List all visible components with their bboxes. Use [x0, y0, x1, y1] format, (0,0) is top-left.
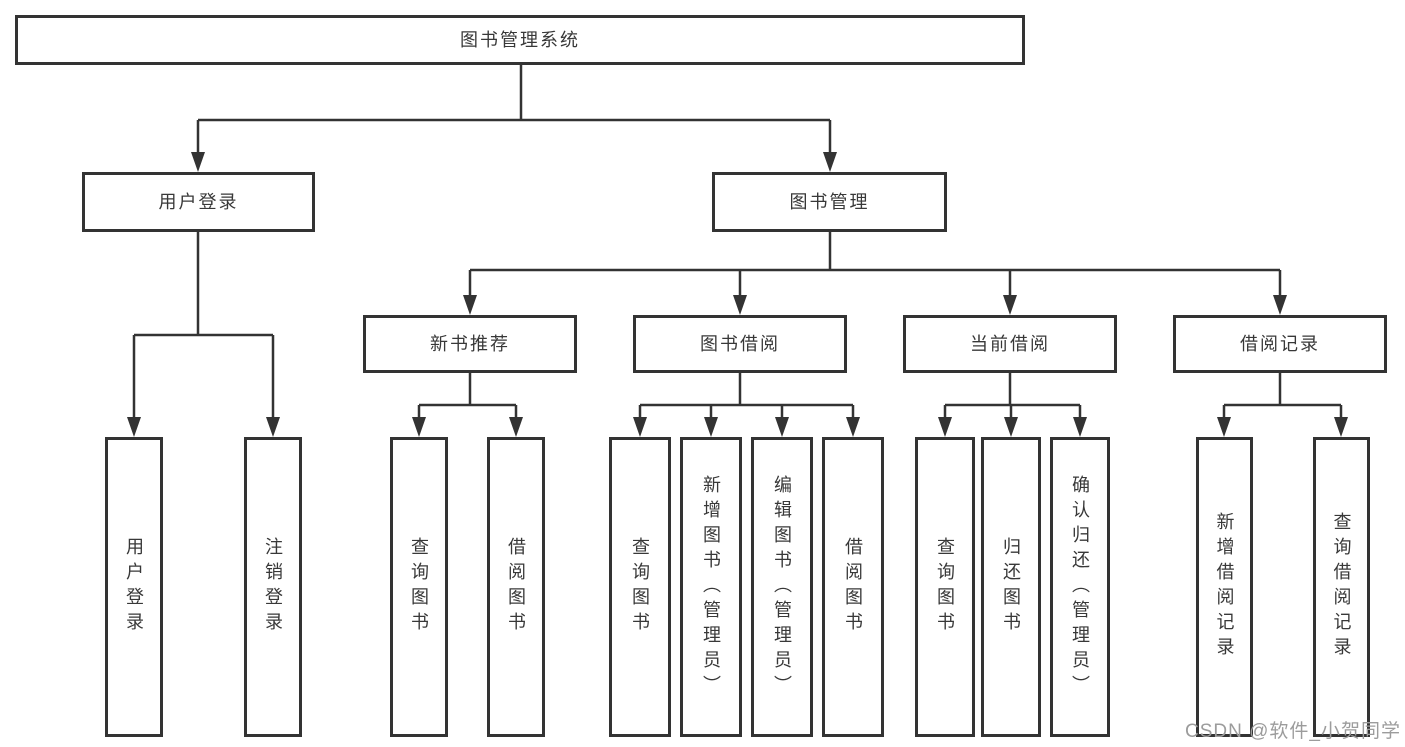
- branch-book-borrowing: [638, 373, 855, 421]
- leaf-user-login: 用户登录: [105, 437, 163, 737]
- leaf-logout: 注销登录: [244, 437, 302, 737]
- leaf-query-book-current: 查询图书: [915, 437, 975, 737]
- branch-user-login: [132, 232, 275, 421]
- leaf-query-book-borrowing: 查询图书: [609, 437, 671, 737]
- node-borrowing-records: 借阅记录: [1173, 315, 1387, 373]
- branch-borrowing-records: [1222, 373, 1343, 421]
- node-user-login: 用户登录: [82, 172, 315, 232]
- leaf-add-borrow-record: 新增借阅记录: [1196, 437, 1253, 737]
- branch-current-borrowing: [943, 373, 1082, 421]
- leaf-add-book-admin: 新增图书（管理员）: [680, 437, 742, 737]
- branch-root: [196, 65, 832, 156]
- node-book-borrowing: 图书借阅: [633, 315, 847, 373]
- branch-book-management: [468, 232, 1282, 299]
- branch-new-book-recommend: [417, 373, 518, 421]
- node-root-system: 图书管理系统: [15, 15, 1025, 65]
- leaf-query-borrow-record: 查询借阅记录: [1313, 437, 1370, 737]
- leaf-query-book-recommend: 查询图书: [390, 437, 448, 737]
- leaf-confirm-return-admin: 确认归还（管理员）: [1050, 437, 1110, 737]
- csdn-watermark: CSDN @软件_小贺同学: [1185, 721, 1401, 742]
- leaf-edit-book-admin: 编辑图书（管理员）: [751, 437, 813, 737]
- node-current-borrowing: 当前借阅: [903, 315, 1117, 373]
- leaf-borrow-book-borrowing: 借阅图书: [822, 437, 884, 737]
- leaf-return-book: 归还图书: [981, 437, 1041, 737]
- node-book-management: 图书管理: [712, 172, 947, 232]
- branch-lines: [132, 65, 1343, 421]
- leaf-borrow-book-recommend: 借阅图书: [487, 437, 545, 737]
- node-new-book-recommend: 新书推荐: [363, 315, 577, 373]
